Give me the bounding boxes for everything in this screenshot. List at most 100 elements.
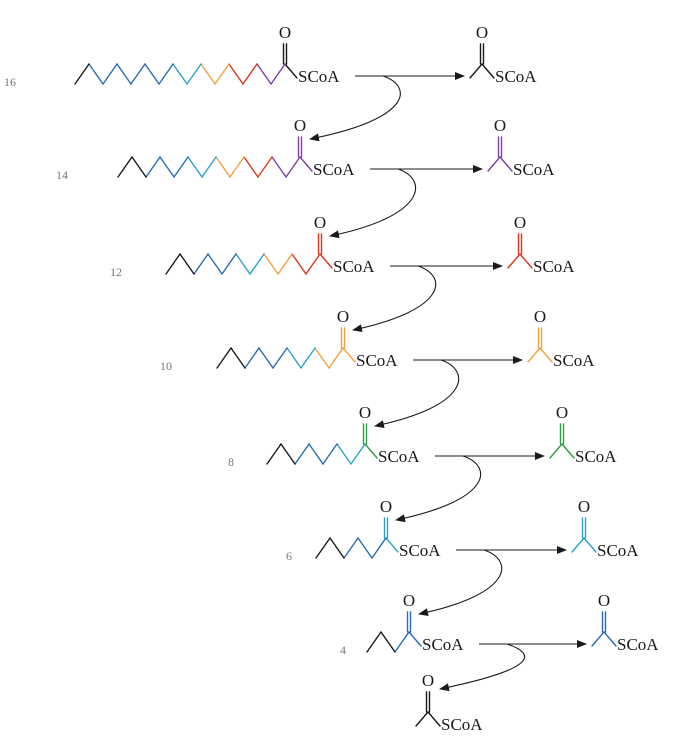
chain-bond [230,347,246,369]
acetyl-thioester-bond [561,443,575,459]
chain-bond [291,253,307,275]
chain-bond [257,156,273,178]
acetyl-oxygen-label: O [422,671,434,690]
chain-bond [343,537,359,559]
chain-bond [366,631,382,653]
carbon-count-label: 6 [286,549,292,563]
thioester-bond [364,443,378,459]
cycle-arrow [395,455,482,523]
chain-bond [270,63,286,85]
carbon-count-label: 4 [340,643,346,657]
chain-bond [394,631,410,653]
oxygen-label: O [279,23,291,42]
chain-bond [215,156,231,178]
thioester-bond [385,537,399,553]
cycle-arrow [309,75,401,142]
chain-bond [286,347,302,369]
chain-bond [229,156,245,178]
thioester-bond [299,156,313,172]
acetyl-methyl-bond [527,347,541,363]
chain-bond [159,156,175,178]
acetyl-scoa-label: SCoA [553,351,595,370]
chain-bond [305,253,321,275]
acetyl-thioester-bond [583,537,597,553]
chain-bond [266,443,282,465]
chain-bond [172,63,188,85]
acetyl-methyl-bond [469,63,483,79]
acetyl-scoa-label: SCoA [597,541,639,560]
acetyl-oxygen-label: O [598,591,610,610]
scoa-label: SCoA [378,447,420,466]
oxygen-label: O [403,591,415,610]
chain-bond [380,631,396,653]
chain-bond [74,63,90,85]
chain-bond [249,253,265,275]
scoa-label: SCoA [298,67,340,86]
acetyl-scoa-label: SCoA [575,447,617,466]
acetyl-thioester-bond [603,631,617,647]
oxygen-label: O [314,213,326,232]
carbon-count-label: 12 [110,265,122,279]
chain-bond [186,63,202,85]
chain-bond [300,347,316,369]
cycle-arrow [418,549,503,617]
acetyl-oxygen-label: O [578,497,590,516]
chain-bond [130,63,146,85]
chain-bond [145,156,161,178]
scoa-label: SCoA [422,635,464,654]
acetyl-thioester-bond [481,63,495,79]
acetyl-scoa-label: SCoA [617,635,659,654]
chain-bond [102,63,118,85]
thioester-bond [284,63,298,79]
chain-bond [263,253,279,275]
chain-bond [371,537,387,559]
chain-bond [201,156,217,178]
acetyl-oxygen-label: O [476,23,488,42]
thioester-bond [408,631,422,647]
chain-bond [258,347,274,369]
oxygen-label: O [294,116,306,135]
acetyl-scoa-label: SCoA [441,715,483,734]
chain-bond [165,253,181,275]
chain-bond [131,156,147,178]
chain-bond [173,156,189,178]
oxygen-label: O [359,403,371,422]
carbon-count-label: 8 [228,455,234,469]
chain-bond [187,156,203,178]
cycle-arrow [439,643,526,692]
chain-bond [179,253,195,275]
acetyl-methyl-bond [591,631,605,647]
scoa-label: SCoA [333,257,375,276]
cycle-arrow [352,265,437,333]
chain-bond [158,63,174,85]
chain-bond [244,347,260,369]
acetyl-methyl-bond [571,537,585,553]
chain-bond [228,63,244,85]
chain-bond [88,63,104,85]
acetyl-thioester-bond [427,711,441,727]
scoa-label: SCoA [313,160,355,179]
chain-bond [329,537,345,559]
chain-bond [216,347,232,369]
chain-bond [242,63,258,85]
chain-bond [193,253,209,275]
carbon-count-label: 14 [56,168,68,182]
chain-bond [207,253,223,275]
oxygen-label: O [380,497,392,516]
chain-bond [221,253,237,275]
chain-bond [314,347,330,369]
scoa-label: SCoA [399,541,441,560]
scoa-label: SCoA [356,351,398,370]
chain-bond [336,443,352,465]
acetyl-scoa-label: SCoA [513,160,555,179]
chain-bond [315,537,331,559]
final-acetyl-coa: O SCoA [415,671,483,734]
chain-bond [350,443,366,465]
acetyl-methyl-bond [415,711,429,727]
acetyl-scoa-label: SCoA [533,257,575,276]
chain-bond [272,347,288,369]
